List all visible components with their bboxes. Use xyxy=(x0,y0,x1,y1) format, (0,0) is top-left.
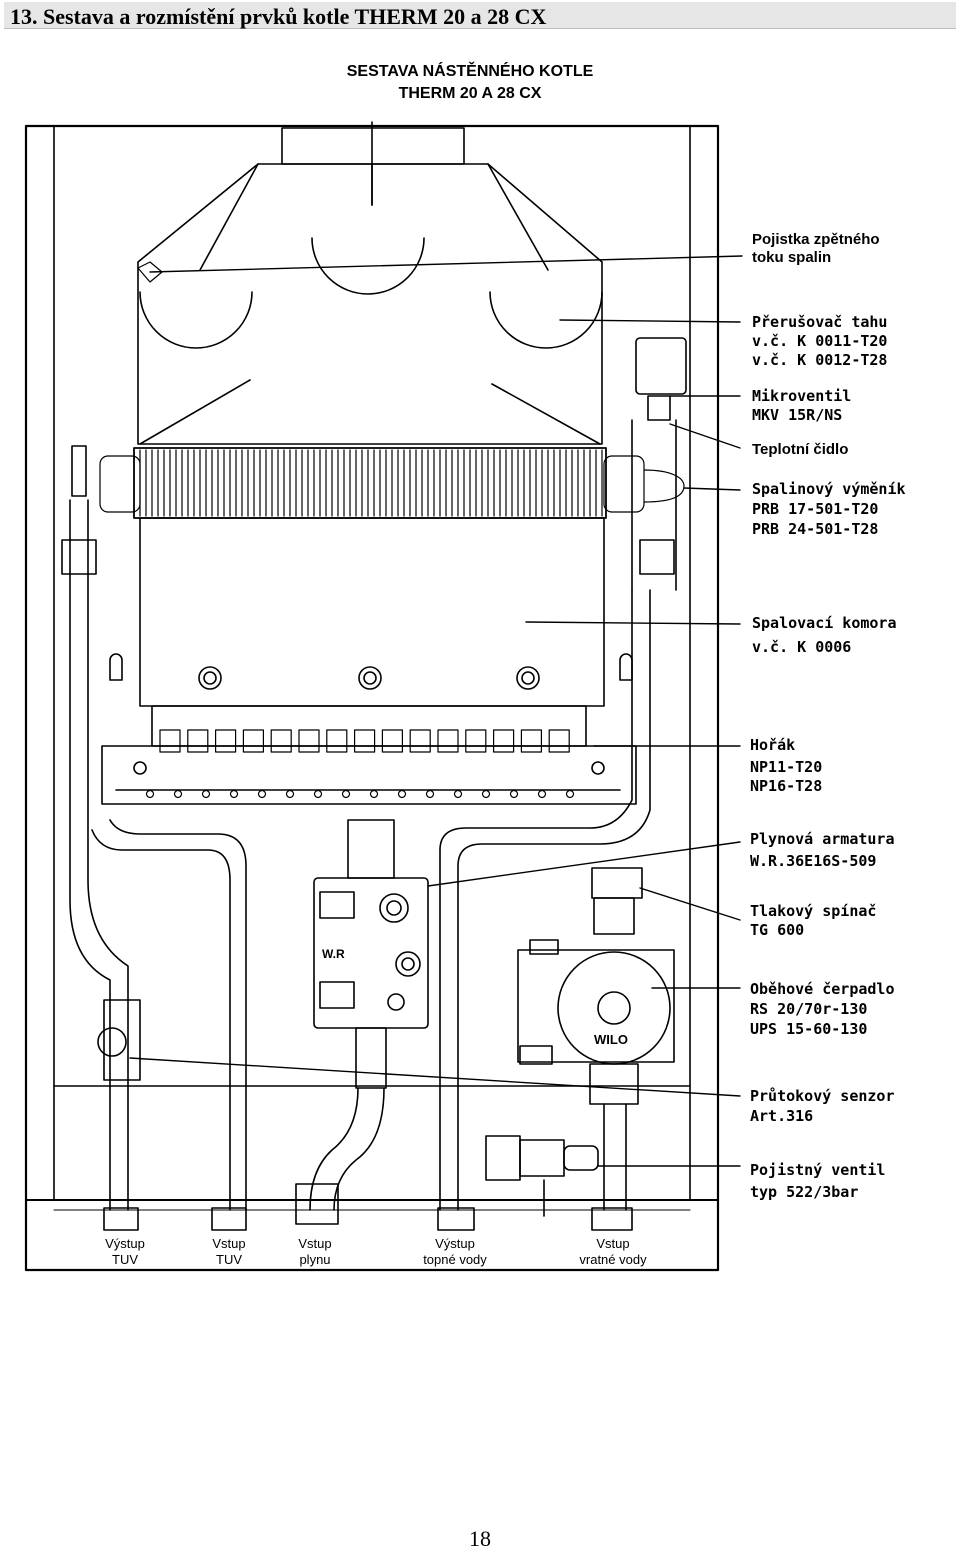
label-teplotni-cidlo: Teplotní čidlo xyxy=(752,441,849,458)
draught-diverter-drawing xyxy=(137,121,603,445)
label-mikroventil-1: Mikroventil xyxy=(752,387,852,405)
label-vymenik-3: PRB 24-501-T28 xyxy=(752,520,879,538)
safety-valve-drawing xyxy=(485,1135,599,1217)
diagram-title-line2: THERM 20 A 28 CX xyxy=(398,85,542,102)
label-vymenik-1: Spalinový výměník xyxy=(752,480,906,498)
label-cerpadlo-2: RS 20/70r-130 xyxy=(750,1000,868,1018)
heading-bar: 13. Sestava a rozmístění prvků kotle THE… xyxy=(4,2,956,29)
label-prerusovac-1: Přerušovač tahu xyxy=(752,313,888,331)
gas-valve-drawing xyxy=(295,819,429,1225)
label-cerpadlo-1: Oběhové čerpadlo xyxy=(750,980,895,998)
label-mikroventil-2: MKV 15R/NS xyxy=(752,406,843,424)
page-number: 18 xyxy=(469,1526,491,1551)
label-spinac-1: Tlakový spínač xyxy=(750,902,877,920)
dhw-pipes-drawing xyxy=(61,445,247,1231)
heating-pipes-drawing xyxy=(437,337,687,1231)
label-senzor-1: Průtokový senzor xyxy=(750,1087,895,1105)
label-armatura-1: Plynová armatura xyxy=(750,830,895,848)
combustion-chamber-drawing xyxy=(109,517,633,707)
gas-valve-brand: W.R xyxy=(322,947,345,961)
label-komora-1: Spalovací komora xyxy=(752,614,897,632)
label-horak-3: NP16-T28 xyxy=(750,777,823,795)
label-spinac-2: TG 600 xyxy=(750,921,805,939)
section-heading: 13. Sestava a rozmístění prvků kotle THE… xyxy=(10,4,547,29)
pump-drawing xyxy=(517,867,675,1231)
label-horak-1: Hořák xyxy=(750,736,796,754)
label-pojistka-1: Pojistka zpětného xyxy=(752,231,880,248)
boiler-casing xyxy=(24,124,720,1272)
label-prerusovac-3: v.č. K 0012-T28 xyxy=(752,351,888,369)
label-ventil-2: typ 522/3bar xyxy=(750,1183,859,1201)
label-cerpadlo-3: UPS 15-60-130 xyxy=(750,1020,868,1038)
pump-brand: WILO xyxy=(594,1032,628,1047)
label-senzor-2: Art.316 xyxy=(750,1107,814,1125)
label-komora-2: v.č. K 0006 xyxy=(752,638,852,656)
label-pojistka-2: toku spalin xyxy=(752,249,832,266)
burner-drawing xyxy=(101,705,637,805)
label-vymenik-2: PRB 17-501-T20 xyxy=(752,500,879,518)
heat-exchanger-drawing xyxy=(99,447,685,519)
label-horak-2: NP11-T20 xyxy=(750,758,823,776)
label-prerusovac-2: v.č. K 0011-T20 xyxy=(752,332,888,350)
leader-lines xyxy=(129,255,743,1167)
label-ventil-1: Pojistný ventil xyxy=(750,1161,886,1179)
label-armatura-2: W.R.36E16S-509 xyxy=(750,852,877,870)
diagram-title-line1: SESTAVA NÁSTĚNNÉHO KOTLE xyxy=(346,63,594,80)
